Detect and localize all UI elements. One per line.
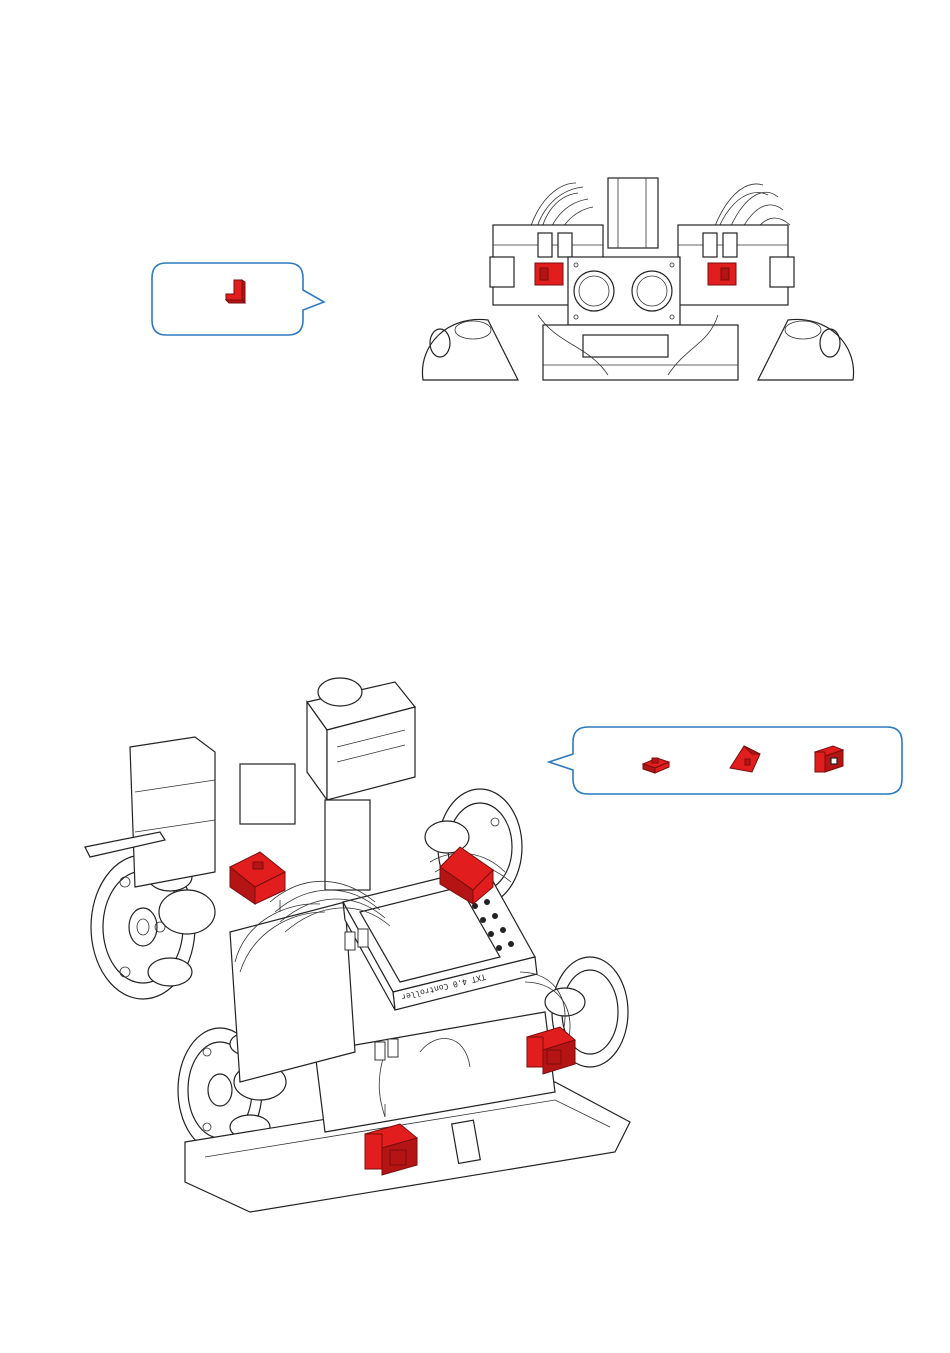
ultrasonic-sensor (568, 257, 680, 325)
robot-front-closeup (418, 175, 858, 385)
robot-isometric-view: TXT 4.0 Controller (75, 672, 645, 1222)
highlight-bracket-right (708, 263, 736, 285)
highlight-bracket-left (535, 263, 563, 285)
step-top (0, 0, 950, 420)
highlight-cube-front (365, 1124, 417, 1175)
wheel-right (758, 319, 854, 380)
step-bottom: TXT 4.0 Controller (0, 660, 950, 1220)
wheel-left (422, 319, 518, 380)
